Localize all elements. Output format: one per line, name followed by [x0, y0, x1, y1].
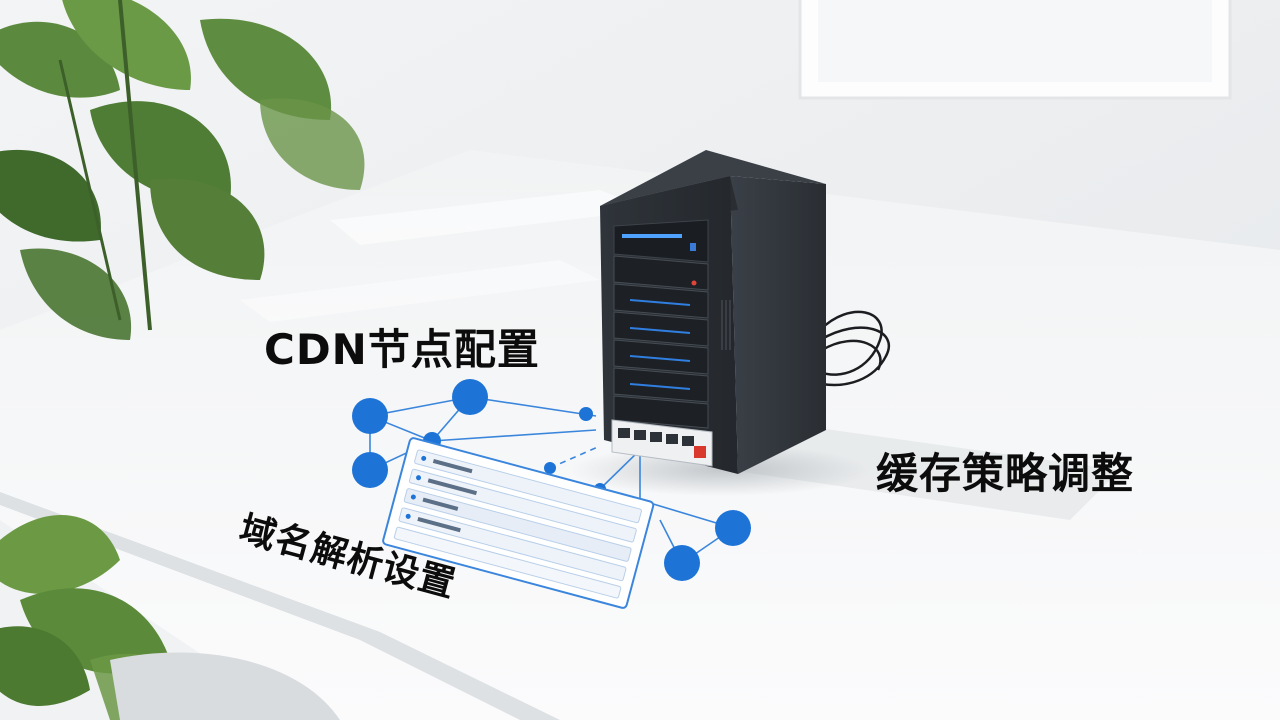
- plant-top-left: [0, 0, 365, 340]
- network-node: [352, 452, 388, 488]
- network-node: [544, 462, 556, 474]
- network-node: [579, 407, 593, 421]
- picture-frame: [798, 0, 1232, 100]
- network-ports: [611, 419, 713, 467]
- network-node: [452, 379, 488, 415]
- network-node: [664, 545, 700, 581]
- drive-bays: [613, 255, 709, 429]
- chair: [110, 652, 340, 720]
- network-node: [715, 510, 751, 546]
- server-shadow: [730, 420, 1120, 520]
- cables: [819, 310, 890, 387]
- cache-policy-label: 缓存策略调整: [876, 449, 1135, 498]
- network-node: [352, 398, 388, 434]
- config-panel: [382, 437, 655, 609]
- network-nodes: [352, 379, 751, 581]
- server-status-light: [622, 234, 682, 238]
- desk-edge: [0, 492, 560, 720]
- cdn-node-config-label: CDN节点配置: [264, 325, 540, 374]
- server-tower: [600, 150, 826, 474]
